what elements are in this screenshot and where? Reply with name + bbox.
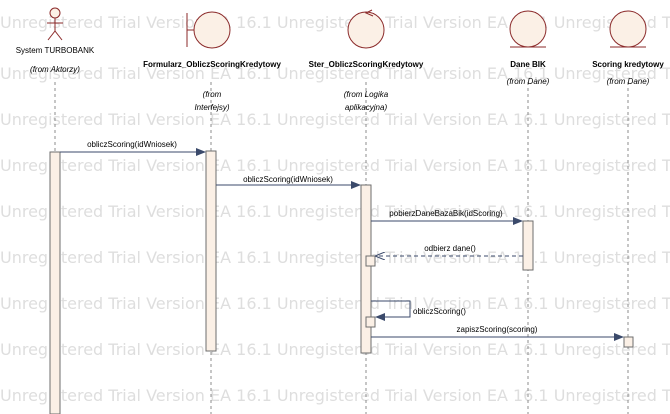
activation-ctrl-return — [365, 255, 376, 267]
scoring-name: Scoring kredytowy — [592, 60, 664, 69]
message-label-1: obliczScoring(idWniosek) — [87, 140, 177, 149]
watermark-text: Unregistered Trial Version EA 16.1 Unreg… — [0, 294, 670, 313]
watermark-text: Unregistered Trial Version EA 16.1 Unreg… — [0, 156, 670, 175]
watermark-text: Unregistered Trial Version EA 16.1 Unreg… — [0, 340, 670, 359]
activation-scoring — [623, 336, 634, 348]
activation-bik — [522, 220, 534, 271]
watermark-text: Unregistered Trial Version EA 16.1 Unreg… — [0, 13, 670, 32]
message-arrow-5-self[interactable] — [371, 300, 411, 321]
form-name: Formularz_ObliczScoringKredytowy — [143, 60, 281, 69]
message-label-2: obliczScoring(idWniosek) — [243, 175, 333, 184]
entity-shape-bik[interactable] — [509, 10, 547, 48]
control-shape[interactable] — [347, 9, 385, 49]
message-label-3: pobierzDaneBazaBik(idScoring) — [389, 209, 503, 218]
message-label-6: zapiszScoring(scoring) — [457, 325, 538, 334]
scoring-package: (from Dane) — [607, 77, 650, 86]
actor-package: (from Aktorzy) — [30, 65, 80, 74]
watermark-text: Unregistered Trial Version EA 16.1 Unreg… — [0, 202, 670, 221]
watermark-text: Unregistered Trial Version EA 16.1 Unreg… — [0, 110, 670, 129]
watermark-layer: Unregistered Trial Version EA 16.1 Unreg… — [0, 13, 670, 405]
actor-name: System TURBOBANK — [16, 46, 95, 55]
message-label-4: odbierz dane() — [424, 244, 476, 253]
ctrl-name: Ster_ObliczScoringKredytowy — [309, 60, 424, 69]
form-package-line2: Interfejsy) — [194, 103, 229, 112]
watermark-text: Unregistered Trial Version EA 16.1 Unreg… — [0, 386, 670, 405]
activation-form — [205, 150, 217, 352]
ctrl-package-line2: aplikacyjna) — [345, 103, 388, 112]
bik-name: Dane BIK — [510, 60, 546, 69]
actor-figure[interactable] — [47, 7, 63, 41]
watermark-text: Unregistered Trial Version EA 16.1 Unreg… — [0, 64, 670, 83]
activation-ctrl-self — [365, 316, 376, 328]
entity-shape-scoring[interactable] — [609, 10, 647, 48]
watermark-text: Unregistered Trial Version EA 16.1 Unreg… — [0, 248, 670, 267]
message-label-5: obliczScoring() — [413, 307, 466, 316]
form-package-line1: (from — [203, 90, 222, 99]
boundary-shape[interactable] — [186, 11, 231, 49]
activation-actor — [49, 151, 61, 414]
bik-package: (from Dane) — [507, 77, 550, 86]
ctrl-package-line1: (from Logika — [344, 90, 389, 99]
activation-ctrl — [360, 184, 372, 354]
